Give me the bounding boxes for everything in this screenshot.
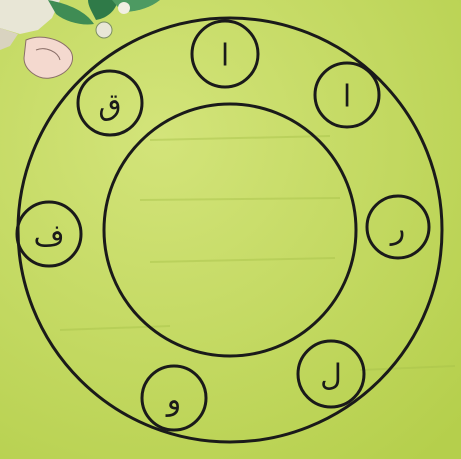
letter-top-left: ق [98, 88, 121, 123]
letter-bottom-right: ل [320, 359, 342, 394]
letter-top-right: ا [343, 80, 351, 115]
letter-right: ر [389, 212, 406, 247]
letter-left: ف [33, 219, 64, 254]
letter-top: ا [221, 39, 229, 74]
letter-bottom: و [165, 383, 182, 418]
